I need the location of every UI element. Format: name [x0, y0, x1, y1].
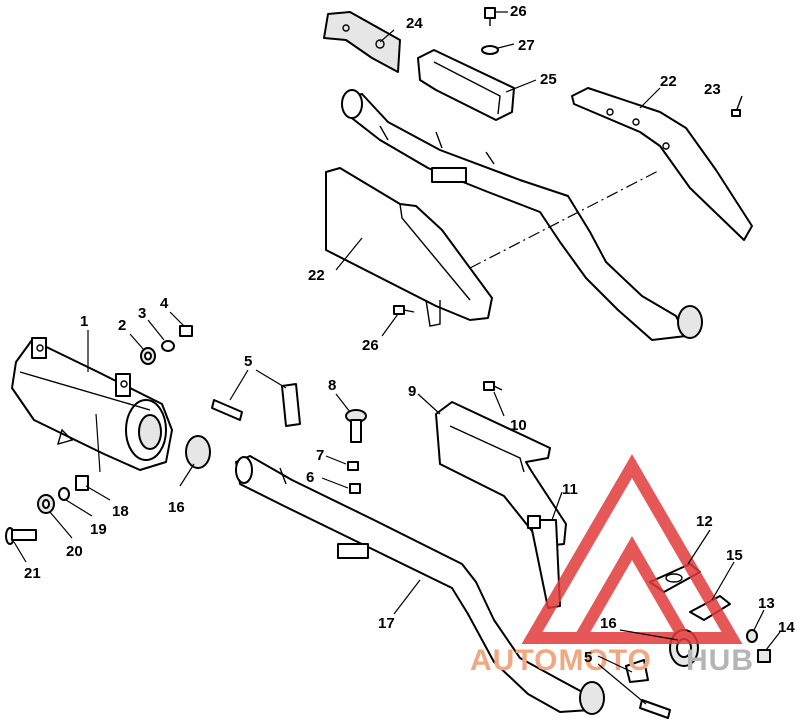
bolt-26-top	[484, 7, 496, 26]
springs-5-middle	[211, 383, 301, 427]
callout-1: 1	[80, 313, 88, 330]
callout-5-middle: 5	[244, 353, 252, 370]
screw-23	[731, 95, 743, 117]
callout-22-right: 22	[660, 73, 677, 90]
washer-19	[58, 487, 70, 501]
watermark-logo	[521, 454, 743, 644]
bracket-24	[323, 11, 401, 73]
bolt-21	[5, 527, 37, 545]
callout-10: 10	[510, 417, 527, 434]
upper-exhaust-pipe	[341, 89, 703, 341]
callout-4: 4	[160, 295, 169, 312]
gasket-16-left	[185, 435, 211, 469]
watermark-text-hub: HUB	[686, 644, 754, 677]
callout-27: 27	[518, 37, 535, 54]
callout-3: 3	[138, 305, 146, 322]
callout-23: 23	[704, 81, 721, 98]
callout-12: 12	[696, 513, 713, 530]
heat-shield-22-left	[325, 167, 493, 327]
bracket-25	[417, 49, 515, 121]
callout-13: 13	[758, 595, 775, 612]
callout-20: 20	[66, 543, 83, 560]
watermark-triangle-icon	[521, 454, 743, 644]
bracket-11	[527, 515, 561, 609]
exhaust-pipe-17	[235, 455, 605, 715]
callout-25: 25	[540, 71, 557, 88]
nut-7	[347, 461, 359, 471]
callout-24: 24	[406, 15, 423, 32]
washer-3	[161, 340, 175, 352]
callout-16-left: 16	[168, 499, 185, 516]
callout-16-right: 16	[600, 615, 617, 632]
callout-22-left: 22	[308, 267, 325, 284]
washer-13	[746, 629, 758, 643]
callout-26-top: 26	[510, 3, 527, 20]
callout-5-lower: 5	[584, 649, 592, 666]
bolt-8	[345, 409, 367, 443]
callouts: 24 26 27 25 22 23 22 26 1 2 3 4 5 8 7 6 …	[24, 3, 795, 666]
callout-11: 11	[562, 481, 578, 498]
callout-19: 19	[90, 521, 107, 538]
callout-6: 6	[306, 469, 314, 486]
springs-5-lower	[625, 659, 671, 719]
grommet-2	[140, 347, 156, 365]
callout-26-middle: 26	[362, 337, 379, 354]
centerline-upper	[469, 169, 661, 269]
bolt-10	[483, 381, 503, 391]
callout-8: 8	[328, 377, 336, 394]
grommet-20	[37, 494, 55, 514]
spacer-18	[75, 475, 89, 491]
muffler-1	[11, 337, 173, 471]
callout-14: 14	[778, 619, 795, 636]
callout-17: 17	[378, 615, 395, 632]
bolt-26-middle	[393, 305, 415, 315]
nut-14	[757, 649, 771, 663]
washer-27	[481, 45, 499, 55]
callout-15: 15	[726, 547, 743, 564]
bracket-9	[435, 401, 567, 547]
heat-shield-22-right	[571, 87, 753, 241]
callout-18: 18	[112, 503, 129, 520]
nut-6	[349, 483, 361, 494]
leader-lines	[13, 11, 781, 705]
callout-2: 2	[118, 317, 126, 334]
callout-9: 9	[408, 383, 416, 400]
nut-4	[179, 325, 193, 337]
callout-21: 21	[24, 565, 41, 582]
callout-7: 7	[316, 447, 324, 464]
watermark-text-automoto: AUTOMOTO	[470, 644, 652, 677]
